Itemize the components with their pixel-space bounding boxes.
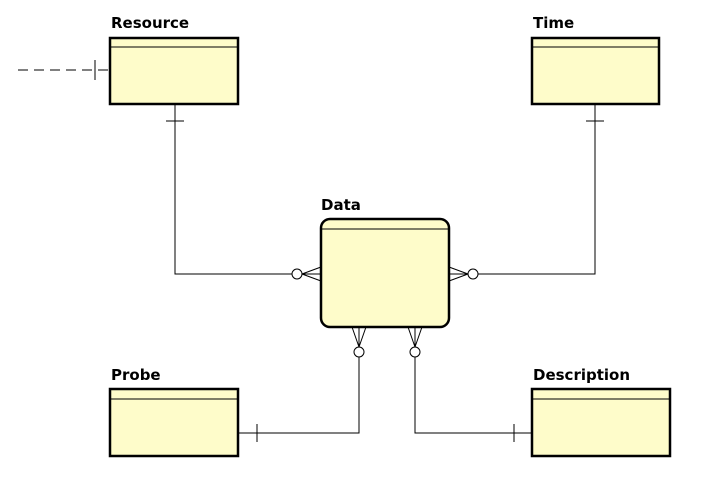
relationship-probe-data[interactable] [238, 326, 367, 442]
relationship-resource-data[interactable] [166, 104, 322, 282]
entity-title-description: Description [533, 366, 631, 384]
zero-marker [409, 346, 421, 358]
crowfoot [301, 266, 322, 275]
entity-title-data: Data [321, 196, 361, 214]
entity-probe[interactable] [108, 387, 240, 458]
entity-description[interactable] [530, 387, 672, 458]
entity-time[interactable] [530, 36, 661, 106]
crowfoot [407, 326, 416, 348]
entity-title-probe: Probe [111, 366, 161, 384]
relationship-external-resource[interactable] [18, 60, 110, 80]
zero-marker [353, 346, 365, 358]
zero-marker [467, 268, 479, 280]
entity-title-time: Time [533, 14, 575, 32]
relationship-time-data[interactable] [448, 104, 604, 282]
relationship-description-data[interactable] [407, 326, 532, 442]
entity-resource[interactable] [108, 36, 240, 106]
crowfoot [448, 266, 469, 275]
crowfoot [351, 326, 360, 348]
entity-title-resource: Resource [111, 14, 190, 32]
entity-data[interactable] [319, 217, 451, 329]
zero-marker [291, 268, 303, 280]
